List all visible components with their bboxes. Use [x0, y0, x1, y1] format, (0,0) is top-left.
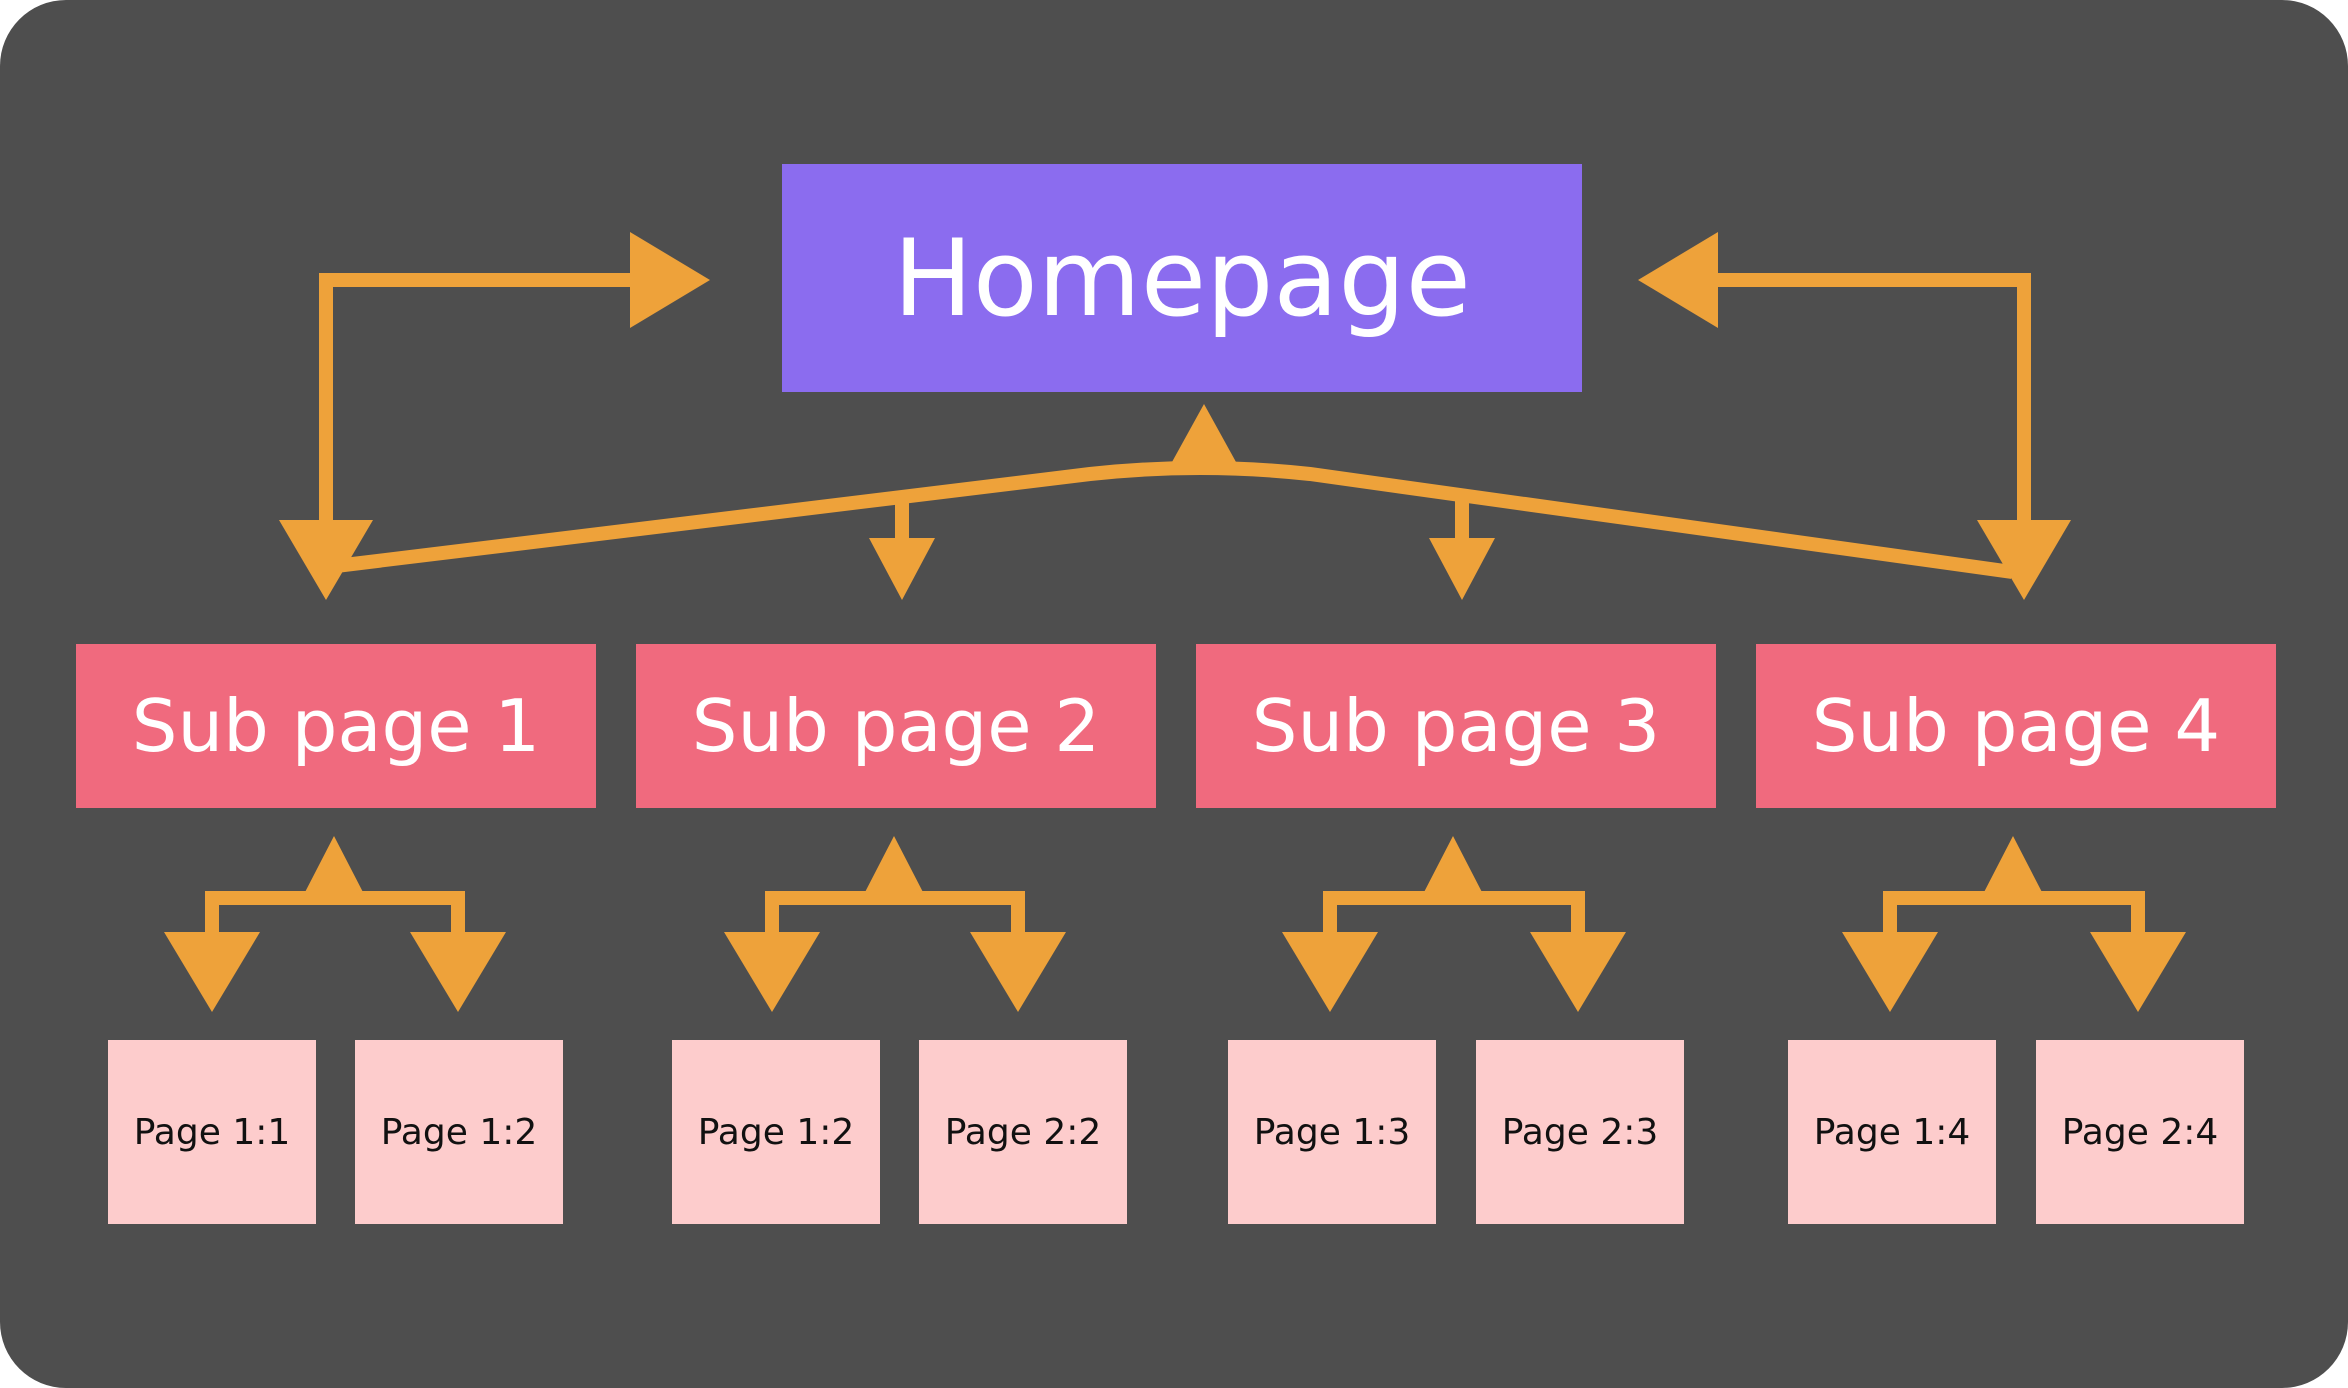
connector-branch-sub-page-1	[205, 891, 465, 940]
arrowhead-up-to-sub-page-2	[862, 836, 926, 898]
page-label: Page 2:2	[944, 1111, 1102, 1153]
page-node: Page 2:3	[1476, 1040, 1684, 1224]
arrowhead-up-to-homepage	[1172, 404, 1236, 462]
sub-page-2-label: Sub page 2	[691, 684, 1101, 768]
arrowhead-to-sub-page-2	[869, 538, 935, 600]
connector-home-sub4-line	[1715, 273, 2031, 540]
page-label: Page 2:4	[2061, 1111, 2219, 1153]
arrowhead-to-page-2-2	[970, 932, 1066, 1012]
page-label: Page 1:1	[133, 1111, 291, 1153]
arrowhead-to-page-1-4	[1842, 932, 1938, 1012]
arrowhead-to-page-1-3	[1282, 932, 1378, 1012]
page-node: Page 1:2	[672, 1040, 880, 1224]
arrowhead-to-homepage-left	[630, 232, 710, 328]
arrowhead-to-sub-page-1	[279, 520, 373, 600]
arrowhead-to-homepage-right	[1638, 232, 1718, 328]
homepage-label: Homepage	[893, 216, 1471, 340]
page-node: Page 2:4	[2036, 1040, 2244, 1224]
page-label: Page 1:4	[1813, 1111, 1971, 1153]
page-node: Page 1:1	[108, 1040, 316, 1224]
sub-page-1-node: Sub page 1	[76, 644, 596, 808]
arrowhead-to-page-1-2-second	[724, 932, 820, 1012]
arrowhead-up-to-sub-page-4	[1981, 836, 2045, 898]
arrowhead-to-page-1-2	[410, 932, 506, 1012]
arrowhead-to-page-1-1	[164, 932, 260, 1012]
connector-branch-sub-page-3	[1323, 891, 1585, 940]
arrowhead-to-page-2-3	[1530, 932, 1626, 1012]
arrowhead-to-sub-page-4	[1977, 520, 2071, 600]
page-node: Page 2:2	[919, 1040, 1127, 1224]
connector-home-sub1-line	[319, 273, 635, 540]
sub-page-4-label: Sub page 4	[1811, 684, 2221, 768]
sub-page-1-label: Sub page 1	[131, 684, 541, 768]
sub-page-2-node: Sub page 2	[636, 644, 1156, 808]
page-node: Page 1:3	[1228, 1040, 1436, 1224]
homepage-node: Homepage	[782, 164, 1582, 392]
arrowhead-to-page-2-4	[2090, 932, 2186, 1012]
page-label: Page 1:2	[380, 1111, 538, 1153]
arrowhead-up-to-sub-page-1	[302, 836, 366, 898]
page-label: Page 1:3	[1253, 1111, 1411, 1153]
arrowhead-up-to-sub-page-3	[1421, 836, 1485, 898]
page-label: Page 2:3	[1501, 1111, 1659, 1153]
sub-page-3-node: Sub page 3	[1196, 644, 1716, 808]
page-node: Page 1:4	[1788, 1040, 1996, 1224]
page-node: Page 1:2	[355, 1040, 563, 1224]
page-label: Page 1:2	[697, 1111, 855, 1153]
sub-page-3-label: Sub page 3	[1251, 684, 1661, 768]
sub-page-4-node: Sub page 4	[1756, 644, 2276, 808]
connector-subpages-arc	[335, 461, 2013, 579]
connector-branch-sub-page-4	[1883, 891, 2145, 940]
connector-branch-sub-page-2	[765, 891, 1025, 940]
arrowhead-to-sub-page-3	[1429, 538, 1495, 600]
